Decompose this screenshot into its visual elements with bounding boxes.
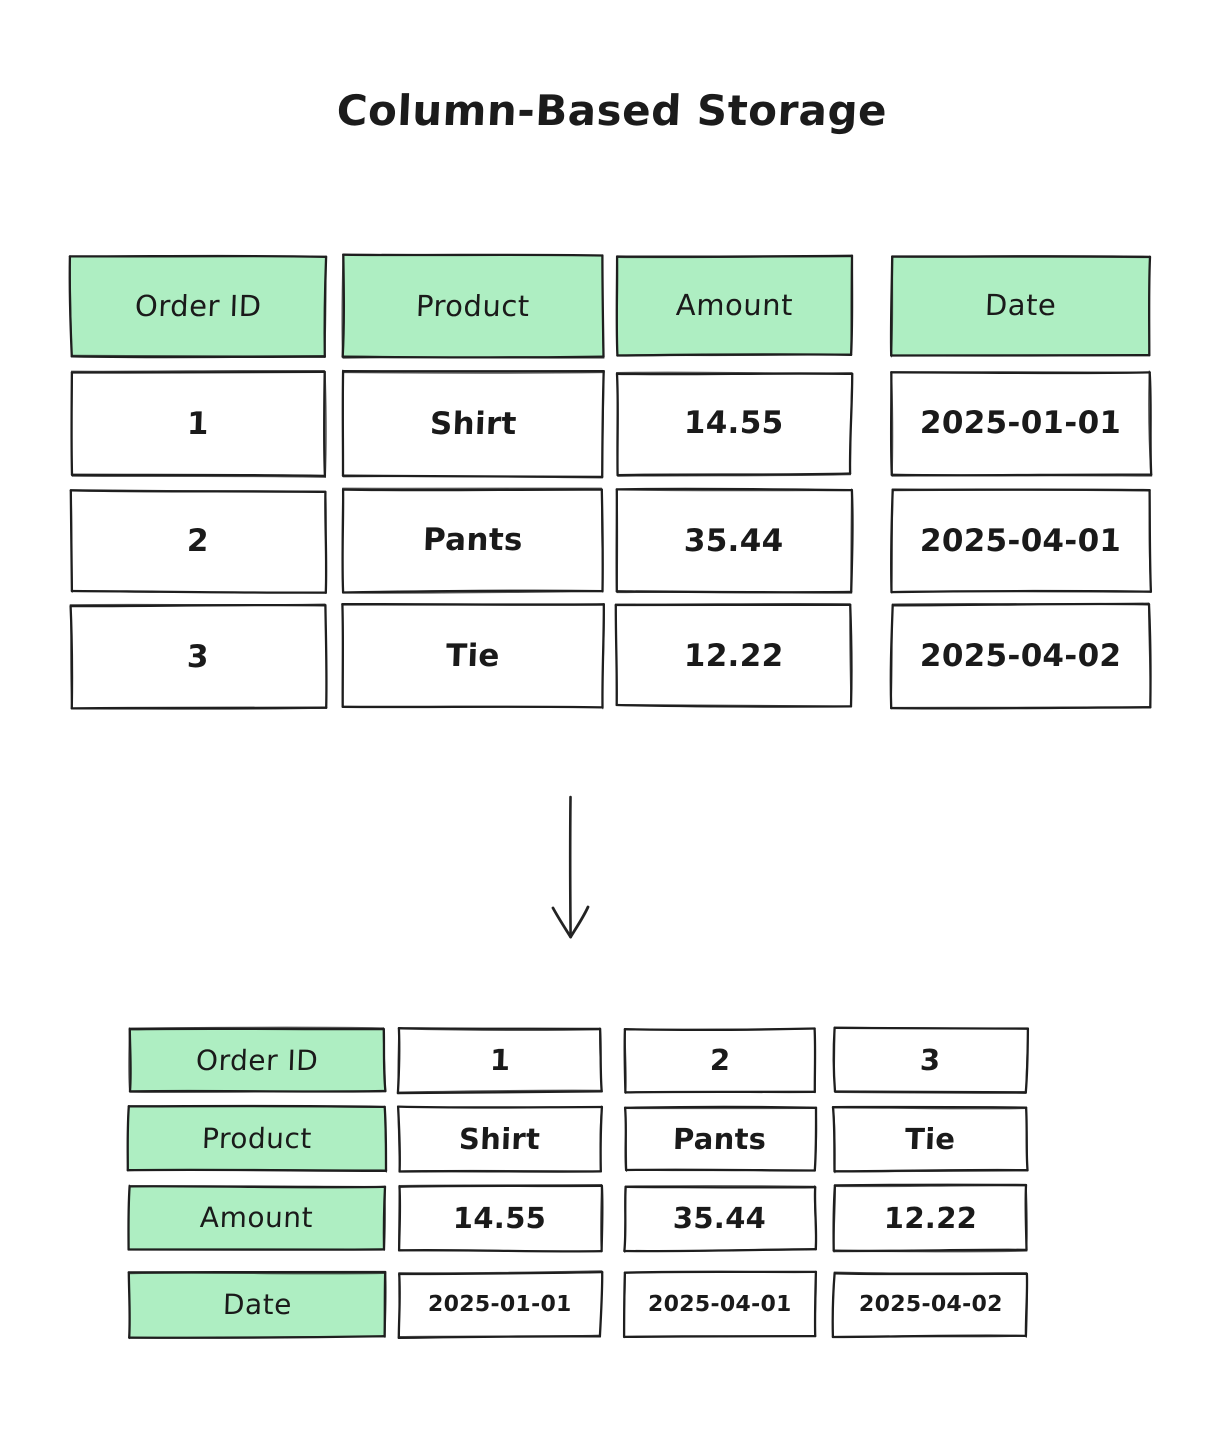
- row-table-cell-amount-3: 12.22: [614, 603, 854, 709]
- column-table-cell-product-3: Tie: [831, 1104, 1030, 1174]
- column-table-cell-amount-1: 14.55: [396, 1183, 604, 1253]
- column-table-label-date: Date: [126, 1270, 388, 1340]
- cell-value: 3: [186, 638, 210, 675]
- row-table-header-date: Date: [889, 253, 1153, 358]
- cell-value: Pants: [422, 522, 524, 558]
- row-table-cell-product-2: Pants: [340, 486, 606, 595]
- cell-value: 2025-04-02: [919, 638, 1123, 674]
- cell-value: 2025-01-01: [427, 1292, 573, 1317]
- column-table-cell-date-1: 2025-01-01: [396, 1270, 604, 1340]
- row-table-header-product: Product: [340, 252, 606, 360]
- cell-label: Product: [201, 1122, 313, 1155]
- cell-value: 3: [919, 1043, 942, 1077]
- column-table-cell-product-1: Shirt: [396, 1104, 604, 1174]
- cell-label: Product: [415, 288, 531, 323]
- cell-value: 1: [186, 405, 210, 442]
- row-table-cell-date-2: 2025-04-01: [889, 487, 1153, 595]
- cell-value: Shirt: [458, 1121, 542, 1156]
- arrow-down-icon: [520, 795, 630, 950]
- cell-value: 14.55: [452, 1200, 548, 1235]
- column-table-cell-amount-2: 35.44: [622, 1183, 818, 1253]
- cell-label: Date: [984, 288, 1058, 322]
- column-table-cell-order-id-1: 1: [396, 1026, 604, 1095]
- cell-value: 2: [186, 523, 210, 559]
- row-table-cell-order-id-2: 2: [68, 488, 328, 595]
- column-table-cell-amount-3: 12.22: [831, 1183, 1030, 1253]
- cell-label: Order ID: [134, 288, 262, 323]
- row-table-cell-amount-2: 35.44: [614, 487, 854, 595]
- row-table-cell-date-3: 2025-04-02: [889, 602, 1153, 711]
- column-table-label-order-id: Order ID: [126, 1026, 388, 1095]
- cell-label: Amount: [199, 1201, 315, 1234]
- cell-value: Tie: [445, 637, 501, 674]
- row-table-header-amount: Amount: [614, 253, 854, 358]
- cell-value: 1: [489, 1043, 511, 1077]
- column-table-cell-order-id-3: 3: [831, 1026, 1030, 1095]
- cell-value: 12.22: [883, 1200, 978, 1235]
- row-table-cell-product-1: Shirt: [340, 369, 606, 479]
- column-table-label-amount: Amount: [126, 1183, 388, 1253]
- column-table-cell-date-2: 2025-04-01: [622, 1270, 818, 1340]
- cell-value: 2025-04-02: [858, 1292, 1003, 1317]
- cell-value: 35.44: [683, 522, 785, 559]
- cell-value: 12.22: [683, 637, 785, 674]
- row-table-cell-date-1: 2025-01-01: [889, 369, 1153, 478]
- cell-value: 35.44: [672, 1200, 768, 1235]
- cell-value: 2025-04-01: [919, 522, 1123, 559]
- row-table-cell-product-3: Tie: [340, 602, 606, 710]
- cell-value: 2025-04-01: [647, 1292, 793, 1317]
- column-table-cell-order-id-2: 2: [622, 1026, 818, 1095]
- cell-value: Pants: [672, 1121, 768, 1156]
- row-table-cell-order-id-1: 1: [68, 369, 328, 478]
- cell-label: Order ID: [195, 1043, 319, 1077]
- cell-label: Date: [221, 1288, 293, 1321]
- cell-value: 2: [709, 1043, 731, 1077]
- page-title: Column-Based Storage: [335, 86, 889, 135]
- row-table-cell-amount-1: 14.55: [614, 370, 854, 477]
- column-table-cell-date-3: 2025-04-02: [831, 1270, 1030, 1340]
- cell-value: Tie: [904, 1121, 957, 1156]
- row-table-cell-order-id-3: 3: [68, 603, 328, 711]
- cell-value: 2025-01-01: [919, 405, 1123, 441]
- row-table-header-order-id: Order ID: [68, 253, 328, 359]
- column-table-label-product: Product: [126, 1104, 388, 1174]
- cell-value: Shirt: [429, 405, 517, 442]
- cell-label: Amount: [674, 288, 794, 322]
- arrow-down-glyph: [551, 795, 590, 939]
- column-table-cell-product-2: Pants: [622, 1104, 818, 1174]
- cell-value: 14.55: [683, 405, 785, 441]
